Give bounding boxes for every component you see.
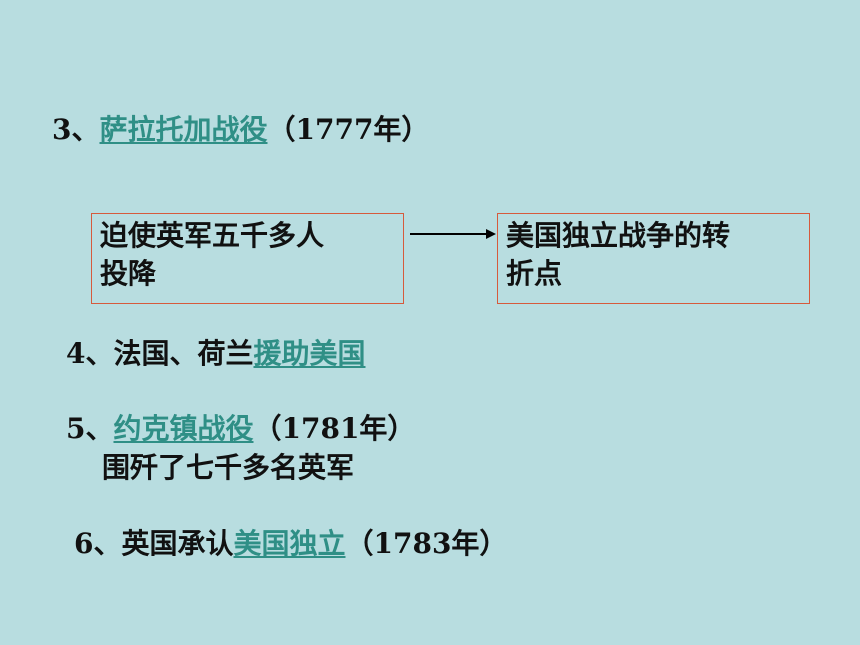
item-5-detail: 围歼了七千多名英军 xyxy=(102,451,355,484)
american-independence-link[interactable]: 美国独立 xyxy=(233,527,346,560)
item-4-prefix: 4、法国、荷兰 xyxy=(66,337,254,370)
item-4: 4、法国、荷兰援助美国 xyxy=(66,337,366,371)
saratoga-campaign-link[interactable]: 萨拉托加战役 xyxy=(99,113,268,146)
item-3-prefix: 3、 xyxy=(52,113,100,146)
yorktown-campaign-link[interactable]: 约克镇战役 xyxy=(113,412,254,445)
item-6-year: （1783年） xyxy=(345,527,508,560)
turning-point-box-line2: 折点 xyxy=(506,257,563,290)
aid-america-link[interactable]: 援助美国 xyxy=(253,337,366,370)
item-5-year: （1781年） xyxy=(253,412,416,445)
arrow-right-icon xyxy=(410,229,496,239)
item-6-prefix: 6、英国承认 xyxy=(74,527,234,560)
surrender-box: 迫使英军五千多人 投降 xyxy=(91,213,404,304)
item-6: 6、英国承认美国独立（1783年） xyxy=(74,527,507,561)
item-5-prefix: 5、 xyxy=(66,412,114,445)
turning-point-box-line1: 美国独立战争的转 xyxy=(506,219,731,252)
item-3-year: （1777年） xyxy=(267,113,430,146)
surrender-box-line1: 迫使英军五千多人 xyxy=(100,219,325,252)
turning-point-box: 美国独立战争的转 折点 xyxy=(497,213,810,304)
surrender-box-line2: 投降 xyxy=(100,257,157,290)
item-3: 3、萨拉托加战役（1777年） xyxy=(52,113,429,147)
item-5: 5、约克镇战役（1781年） xyxy=(66,412,415,446)
